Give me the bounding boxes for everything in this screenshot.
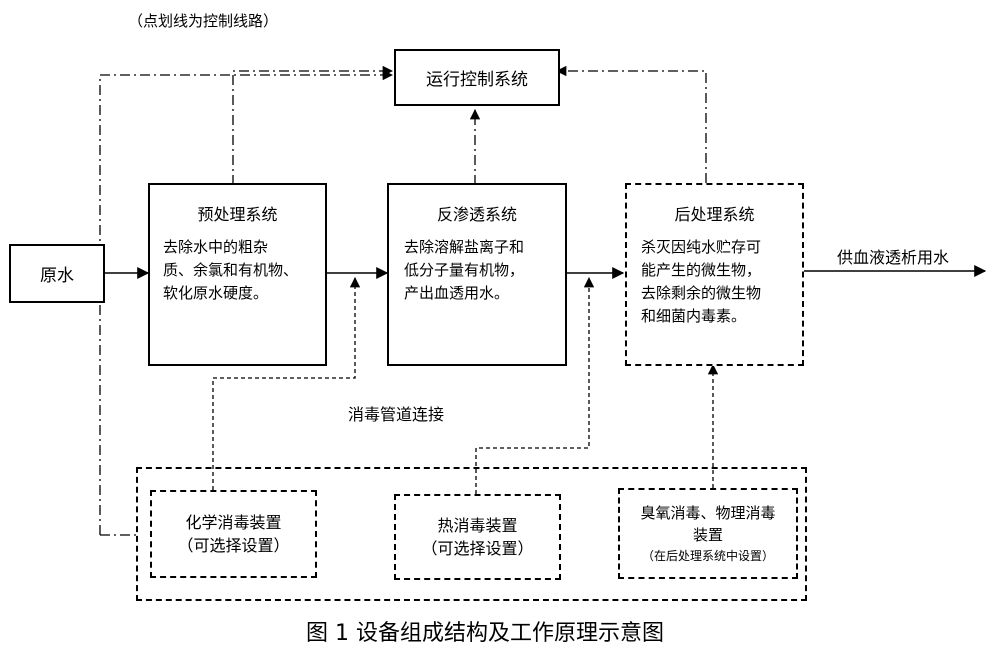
output-label: 供血液透析用水 bbox=[837, 248, 950, 267]
raw-water-box: 原水 bbox=[9, 244, 105, 303]
ozone-disinfection-box: 臭氧消毒、物理消毒 装置 （在后处理系统中设置） bbox=[618, 488, 798, 579]
post-treatment-box: 后处理系统 杀灭因纯水贮存可 能产生的微生物， 去除剩余的微生物 和细菌内毒素。 bbox=[625, 183, 804, 366]
control-line-pretreatment bbox=[232, 65, 394, 185]
reverse-osmosis-box: 反渗透系统 去除溶解盐离子和 低分子量有机物， 产出血透用水。 bbox=[387, 183, 567, 366]
chemical-disinfection-note: （可选择设置） bbox=[177, 536, 290, 555]
control-line-note: （点划线为控制线路） bbox=[128, 12, 279, 30]
pretreatment-line: 去除水中的粗杂 bbox=[163, 238, 269, 256]
chemical-disinfection-label: 化学消毒装置 bbox=[185, 513, 282, 532]
ozone-disinfection-label-cont: 装置 bbox=[692, 525, 723, 544]
reverse-osmosis-line: 低分子量有机物， bbox=[404, 261, 525, 279]
ozone-disinfection-label: 臭氧消毒、物理消毒 bbox=[640, 503, 776, 522]
ozone-disinfection-note: （在后处理系统中设置） bbox=[641, 548, 774, 563]
pipe-heat bbox=[475, 276, 595, 494]
disinfection-group-box bbox=[136, 467, 807, 601]
chemical-disinfection-box: 化学消毒装置 （可选择设置） bbox=[150, 490, 317, 578]
pretreatment-title: 预处理系统 bbox=[197, 205, 278, 224]
post-treatment-title: 后处理系统 bbox=[674, 205, 755, 224]
reverse-osmosis-description: 去除溶解盐离子和 低分子量有机物， 产出血透用水。 bbox=[404, 236, 556, 305]
heat-disinfection-box: 热消毒装置 （可选择设置） bbox=[394, 494, 561, 580]
reverse-osmosis-title: 反渗透系统 bbox=[436, 205, 517, 224]
pretreatment-line: 软化原水硬度。 bbox=[163, 284, 269, 302]
post-treatment-description: 杀灭因纯水贮存可 能产生的微生物， 去除剩余的微生物 和细菌内毒素。 bbox=[641, 236, 793, 328]
pipe-chemical bbox=[212, 276, 361, 490]
figure-caption: 图 1 设备组成结构及工作原理示意图 bbox=[306, 621, 664, 646]
post-treatment-line: 杀灭因纯水贮存可 bbox=[641, 238, 762, 256]
reverse-osmosis-line: 产出血透用水。 bbox=[404, 284, 510, 302]
disinfection-pipe-label: 消毒管道连接 bbox=[348, 405, 445, 424]
control-system-label: 运行控制系统 bbox=[426, 70, 528, 90]
post-treatment-line: 能产生的微生物， bbox=[641, 261, 762, 279]
heat-disinfection-note: （可选择设置） bbox=[421, 539, 534, 558]
control-line-raw-water bbox=[99, 69, 394, 535]
raw-water-label: 原水 bbox=[40, 266, 74, 286]
post-treatment-line: 和细菌内毒素。 bbox=[641, 307, 747, 325]
control-line-post bbox=[555, 65, 707, 183]
pretreatment-box: 预处理系统 去除水中的粗杂 质、余氯和有机物、 软化原水硬度。 bbox=[148, 183, 327, 366]
pretreatment-line: 质、余氯和有机物、 bbox=[163, 261, 299, 279]
heat-disinfection-label: 热消毒装置 bbox=[437, 516, 518, 535]
pretreatment-description: 去除水中的粗杂 质、余氯和有机物、 软化原水硬度。 bbox=[163, 236, 315, 305]
control-system-box: 运行控制系统 bbox=[394, 49, 560, 106]
reverse-osmosis-line: 去除溶解盐离子和 bbox=[404, 238, 525, 256]
post-treatment-line: 去除剩余的微生物 bbox=[641, 284, 762, 302]
